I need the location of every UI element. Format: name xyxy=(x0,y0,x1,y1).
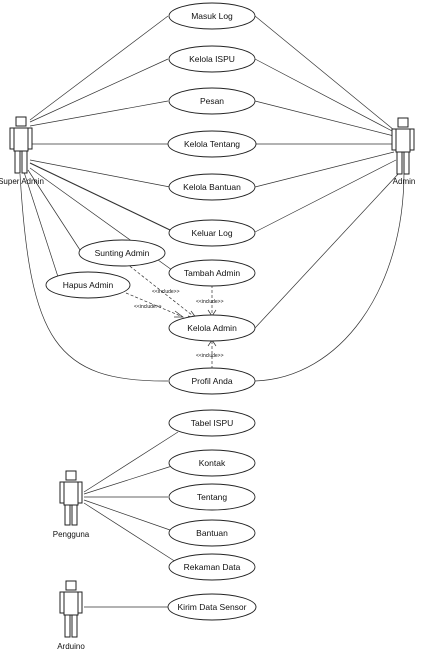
include-hapus-to-kelola xyxy=(125,292,184,318)
usecase-keluar-log-label: Keluar Log xyxy=(191,228,232,238)
include-label-profil: <<include>> xyxy=(196,353,224,359)
usecase-tambah-admin-label: Tambah Admin xyxy=(184,268,240,278)
usecase-bantuan-label: Bantuan xyxy=(196,528,228,538)
assoc-admin-masuklog xyxy=(254,15,395,131)
usecase-kelola-tentang-label: Kelola Tentang xyxy=(184,139,240,149)
usecase-tabel-ispu-label: Tabel ISPU xyxy=(191,418,234,428)
super-admin-associations xyxy=(19,15,173,382)
usecase-masuk-log-label: Masuk Log xyxy=(191,11,233,21)
assoc-admin-kelolabantuan xyxy=(254,151,395,188)
usecase-kirim-data-sensor-label: Kirim Data Sensor xyxy=(178,602,247,612)
assoc-admin-kelolaadmin xyxy=(254,171,401,329)
usecase-rekaman-data[interactable]: Rekaman Data xyxy=(168,553,256,581)
actor-super-admin-label: Super Admin xyxy=(0,177,44,186)
usecase-masuk-log[interactable]: Masuk Log xyxy=(168,2,256,30)
usecase-hapus-admin-label: Hapus Admin xyxy=(63,280,114,290)
use-cases: Masuk Log Kelola ISPU Pesan Kelola Tenta… xyxy=(45,2,257,621)
assoc-superadmin-suntingadmin xyxy=(27,169,81,251)
actor-admin[interactable]: Admin xyxy=(391,117,416,186)
assoc-superadmin-keluarlog xyxy=(29,162,171,231)
assoc-pengguna-tabelispu xyxy=(83,431,179,493)
usecase-tabel-ispu[interactable]: Tabel ISPU xyxy=(168,409,256,437)
assoc-admin-keluarlog xyxy=(254,159,397,233)
actor-arduino[interactable]: Arduino xyxy=(57,580,85,651)
usecase-kelola-tentang[interactable]: Kelola Tentang xyxy=(167,130,257,158)
assoc-pengguna-rekamandata xyxy=(83,502,177,563)
usecase-kelola-bantuan-label: Kelola Bantuan xyxy=(183,182,241,192)
usecase-kelola-bantuan[interactable]: Kelola Bantuan xyxy=(168,173,256,201)
assoc-superadmin-kelolabantuan xyxy=(29,159,171,188)
assoc-superadmin-kelolaispu xyxy=(29,58,169,123)
usecase-sunting-admin-label: Sunting Admin xyxy=(95,248,150,258)
actor-arduino-label: Arduino xyxy=(57,642,85,651)
usecase-profil-anda-label: Profil Anda xyxy=(191,376,232,386)
usecase-hapus-admin[interactable]: Hapus Admin xyxy=(45,271,131,299)
usecase-tambah-admin[interactable]: Tambah Admin xyxy=(168,259,256,287)
usecase-tentang[interactable]: Tentang xyxy=(168,483,256,511)
actor-pengguna[interactable]: Pengguna xyxy=(53,470,90,539)
assoc-superadmin-profilanda xyxy=(19,173,169,382)
assoc-superadmin-hapusadmin xyxy=(23,171,61,284)
usecase-rekaman-data-label: Rekaman Data xyxy=(184,562,241,572)
assoc-superadmin-pesan xyxy=(29,100,169,127)
assoc-admin-pesan xyxy=(254,100,395,137)
include-label-sunting: <<include>> xyxy=(152,289,180,295)
usecase-sunting-admin[interactable]: Sunting Admin xyxy=(78,239,166,267)
actor-figure-icon xyxy=(59,470,83,526)
usecase-pesan-label: Pesan xyxy=(200,96,224,106)
include-label-hapus: <<include>> xyxy=(134,304,162,310)
usecase-kontak[interactable]: Kontak xyxy=(168,449,256,477)
assoc-admin-profilanda xyxy=(254,171,405,382)
pengguna-associations xyxy=(83,431,179,563)
actor-figure-icon xyxy=(59,580,83,638)
usecase-bantuan[interactable]: Bantuan xyxy=(168,519,256,547)
actor-admin-label: Admin xyxy=(393,177,416,186)
usecase-profil-anda[interactable]: Profil Anda xyxy=(168,367,256,395)
include-label-tambah: <<include>> xyxy=(196,299,224,305)
usecase-kelola-admin[interactable]: Kelola Admin xyxy=(168,314,256,342)
usecase-keluar-log[interactable]: Keluar Log xyxy=(168,219,256,247)
usecase-kontak-label: Kontak xyxy=(199,458,226,468)
usecase-kelola-admin-label: Kelola Admin xyxy=(187,323,237,333)
usecase-kirim-data-sensor[interactable]: Kirim Data Sensor xyxy=(167,593,257,621)
assoc-admin-kelolaispu xyxy=(254,58,395,133)
assoc-superadmin-masuklog xyxy=(29,15,169,121)
usecase-kelola-ispu[interactable]: Kelola ISPU xyxy=(168,45,256,73)
actor-figure-icon xyxy=(9,116,33,174)
actor-pengguna-label: Pengguna xyxy=(53,530,90,539)
actor-super-admin[interactable]: Super Admin xyxy=(0,116,44,186)
assoc-pengguna-bantuan xyxy=(83,499,171,531)
admin-associations xyxy=(254,15,405,382)
usecase-tentang-label: Tentang xyxy=(197,492,228,502)
usecase-kelola-ispu-label: Kelola ISPU xyxy=(189,54,235,64)
include-sunting-to-kelola xyxy=(121,259,198,320)
usecase-pesan[interactable]: Pesan xyxy=(168,87,256,115)
assoc-pengguna-kontak xyxy=(83,465,173,495)
actor-figure-icon xyxy=(391,117,415,175)
arrowhead-hapus xyxy=(174,310,185,318)
